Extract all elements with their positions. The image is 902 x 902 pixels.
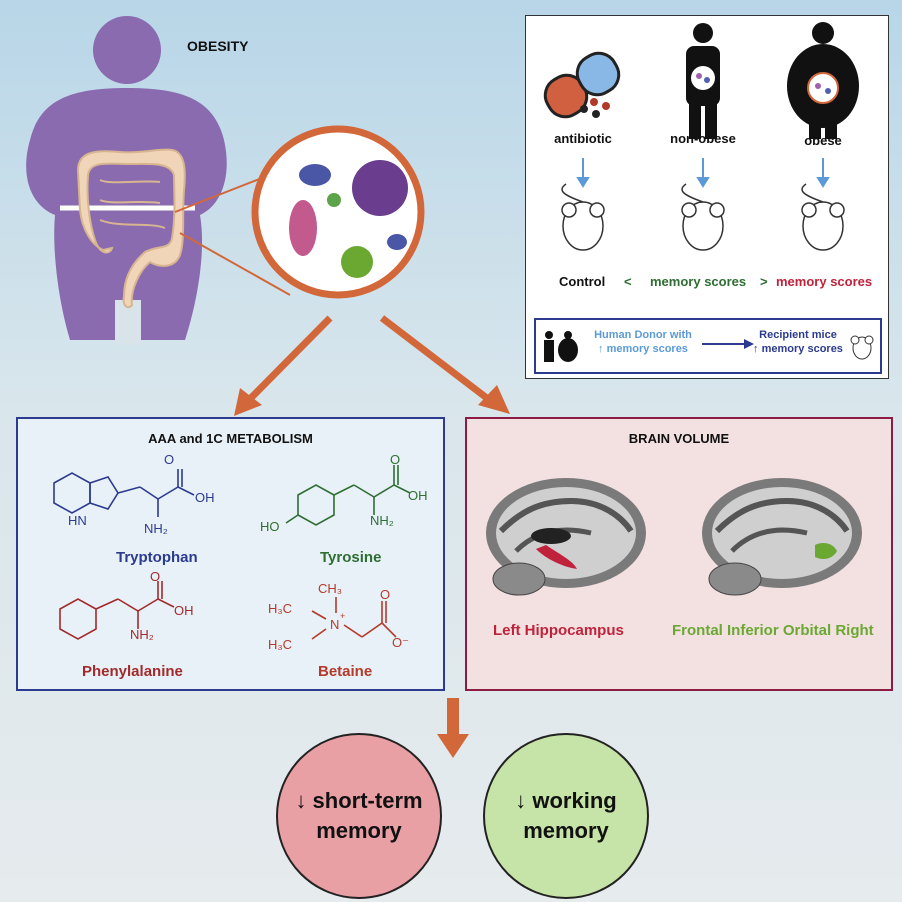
phenylalanine-nh2: NH₂ [130,627,154,642]
bacteria-green-small-icon [327,193,341,207]
arrow-left-icon [234,315,333,416]
bacteria-pink-icon [289,200,317,256]
intestine-icon [76,148,186,309]
bacteria-green-icon [341,246,373,278]
outcome-short-term-memory: ↓ short-term memory [276,733,442,899]
obese-person-small-icon [787,22,859,139]
donor-label-antibiotic: antibiotic [554,131,612,146]
phenylalanine-structure [59,581,175,640]
outcome-working-line1: ↓ working [515,788,617,814]
score-control: Control [559,274,606,289]
tyrosine-nh2: NH₂ [370,513,394,528]
betaine-h3c-top: H₃C [268,601,293,616]
betaine-structure [311,597,397,640]
fecal-transplant-experiment: antibiotic non-obese obese Control < mem… [525,15,889,379]
legend-donor-line1: Human Donor with [594,329,692,341]
region-left-hippocampus: Left Hippocampus [493,622,624,639]
legend-donor-line2: ↑ memory scores [598,343,688,355]
score-memory-nonobese: memory scores [650,274,747,289]
human-donor-icon [544,331,578,362]
tyrosine-structure [285,465,411,526]
obesity-illustration [26,16,510,416]
mouse-small-icon [850,335,874,360]
obesity-title: OBESITY [187,38,249,54]
donor-label-obese: obese [804,133,842,148]
bacteria-blue-icon [299,164,331,186]
non-obese-person-icon [686,23,720,139]
bacteria-small-purple-icon [387,234,407,250]
molecule-betaine: Betaine [318,663,373,680]
molecule-phenylalanine: Phenylalanine [82,663,183,680]
tryptophan-structure [53,469,195,517]
outcome-working-memory: ↓ working memory [483,733,649,899]
tyrosine-oh: OH [408,488,428,503]
score-greater-than: > [760,274,768,289]
betaine-o: O [380,587,391,602]
arrow-right-navy-icon [702,339,754,349]
mouse-icon [561,183,605,251]
betaine-n: N [330,617,340,632]
mouse-icon [681,183,725,251]
phenylalanine-oh: OH [174,603,194,618]
molecule-tyrosine: Tyrosine [320,549,382,566]
score-memory-obese: memory scores [776,274,873,289]
betaine-o-minus: O⁻ [392,635,409,650]
brain-volume-title: BRAIN VOLUME [628,431,730,446]
brain-volume-panel: BRAIN VOLUME Left Hippocampus Frontal In… [465,417,893,691]
betaine-plus: + [340,611,346,621]
region-frontal-inferior-orbital-right: Frontal Inferior Orbital Right [672,622,874,639]
tryptophan-hn: HN [68,513,87,528]
phenylalanine-o: O [150,569,161,584]
outcome-short-term-line1: ↓ short-term [295,788,423,814]
betaine-h3c-bottom: H₃C [268,637,293,652]
tyrosine-o: O [390,452,401,467]
donor-label-non-obese: non-obese [670,131,736,146]
metabolism-panel: AAA and 1C METABOLISM O OH NH₂ HN Trypto… [16,417,445,691]
antibiotic-pill-icon [543,51,621,119]
molecule-tryptophan: Tryptophan [116,549,198,566]
metabolism-title: AAA and 1C METABOLISM [148,431,313,446]
score-less-than: < [624,274,632,289]
tyrosine-ho: HO [260,519,280,534]
legend-recipient-line2: ↑ memory scores [753,343,843,355]
brain-left-hippocampus-image [486,478,646,596]
brain-frontal-orbital-image [702,478,862,596]
bacteria-purple-icon [352,160,408,216]
outcome-short-term-line2: memory [316,818,402,843]
legend-box: Human Donor with ↑ memory scores Recipie… [534,318,882,374]
arrow-right-icon [379,315,510,414]
microbiome-circle [251,125,425,299]
tryptophan-o: O [164,452,175,467]
legend-recipient-line1: Recipient mice [759,329,837,341]
outcome-working-line2: memory [523,818,609,843]
tryptophan-nh2: NH₂ [144,521,168,536]
tryptophan-oh: OH [195,490,215,505]
mouse-icon [801,183,845,251]
betaine-ch3: CH₃ [318,581,343,596]
arrow-down-icon [437,698,469,758]
